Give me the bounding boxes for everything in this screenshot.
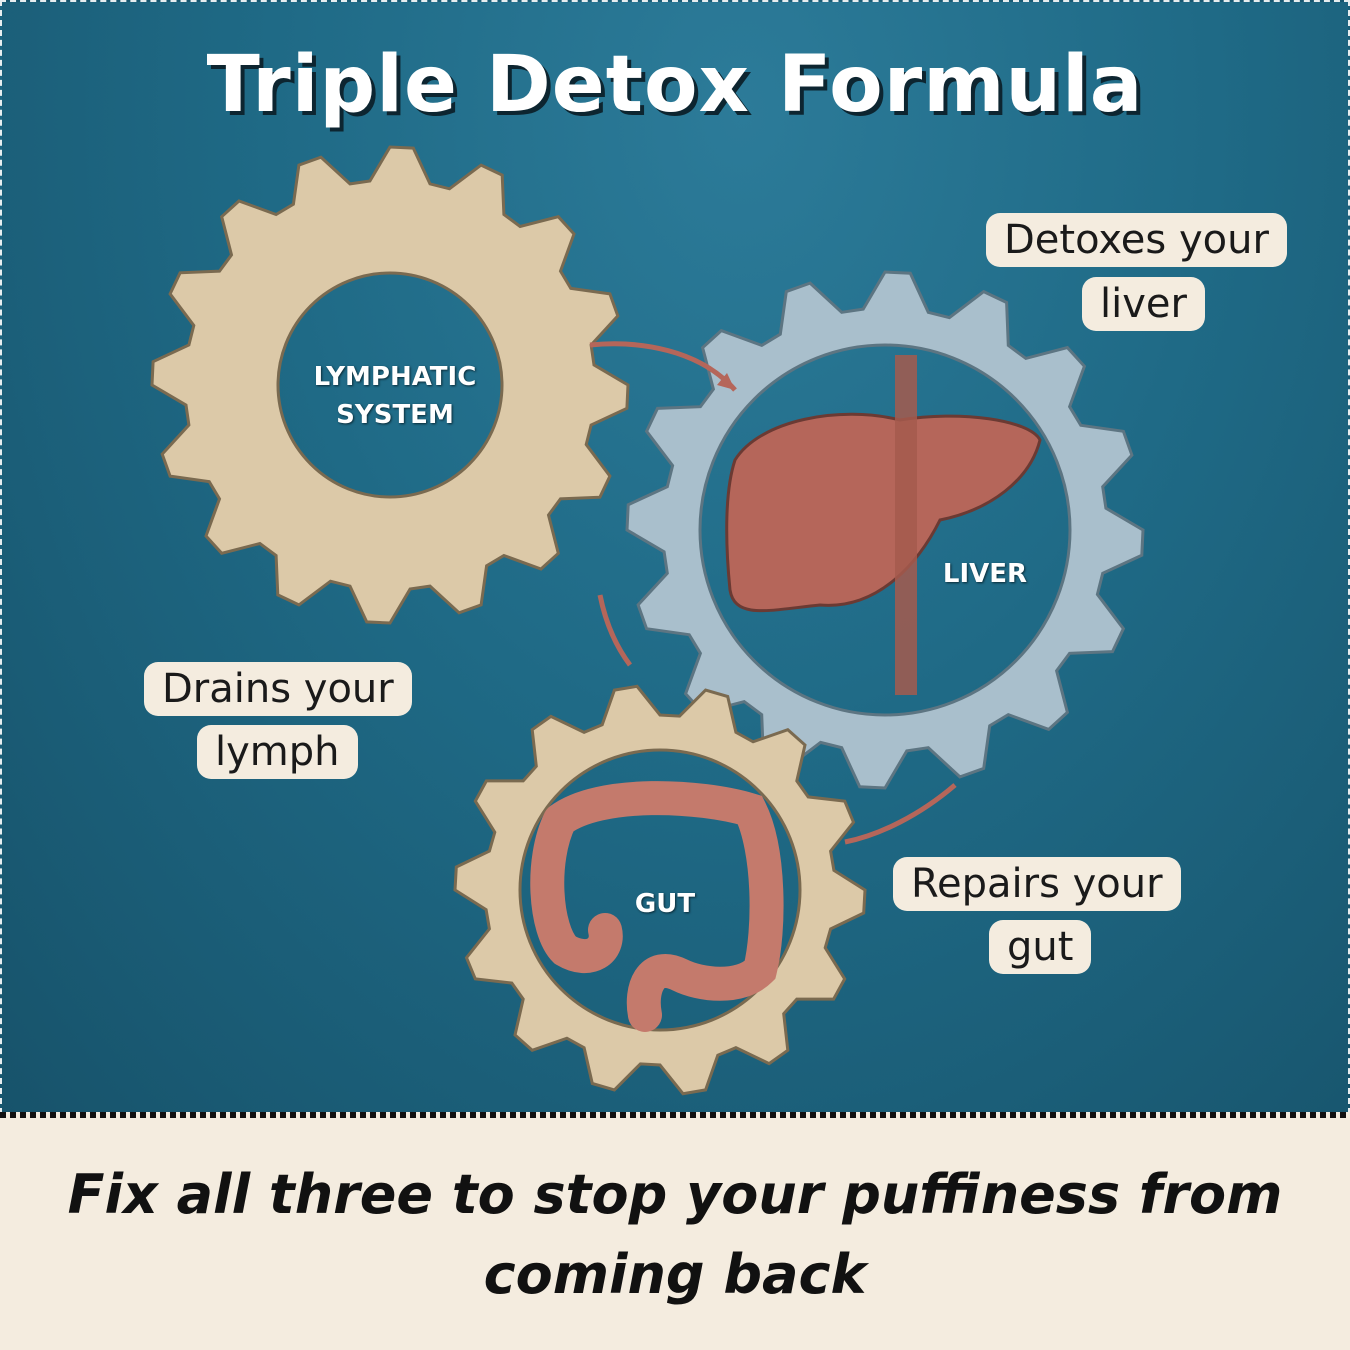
gut-organ: [530, 781, 784, 1032]
lymph-label-line2: SYSTEM: [336, 400, 454, 430]
caption: Fix all three to stop your puffiness fro…: [40, 1155, 1310, 1315]
liver-organ: [725, 412, 1042, 613]
liver-gear: [625, 270, 1145, 790]
page-title: Triple Detox Formula: [206, 40, 1144, 130]
gut-gear-label: GUT: [634, 889, 696, 919]
callout-gut-line2: gut: [989, 920, 1092, 974]
gut-gear: [453, 684, 867, 1096]
callout-lymph-line1: Drains your: [144, 662, 412, 716]
lymph-gear: [150, 145, 630, 625]
arrow-to-gut: [597, 594, 633, 667]
callout-lymph-line2: lymph: [197, 725, 358, 779]
arrow-head: [717, 373, 735, 390]
callout-liver-line2: liver: [1082, 277, 1205, 331]
arrow-lymph-to-liver: [589, 341, 737, 392]
liver-gear-label: LIVER: [942, 559, 1028, 589]
dashed-divider: [0, 1112, 1350, 1118]
lymph-gear-label: LYMPHATIC SYSTEM: [290, 358, 500, 434]
callout-liver-line1: Detoxes your: [986, 213, 1287, 267]
gears-illustration: [150, 145, 1145, 1096]
caption-line1: Fix all three to stop your puffiness fro…: [67, 1163, 1283, 1226]
vessel: [895, 355, 917, 695]
caption-line2: coming back: [483, 1243, 867, 1306]
lymph-label-line1: LYMPHATIC: [313, 362, 477, 392]
arrow-liver-to-gut: [844, 783, 957, 845]
callout-gut-line1: Repairs your: [893, 857, 1181, 911]
